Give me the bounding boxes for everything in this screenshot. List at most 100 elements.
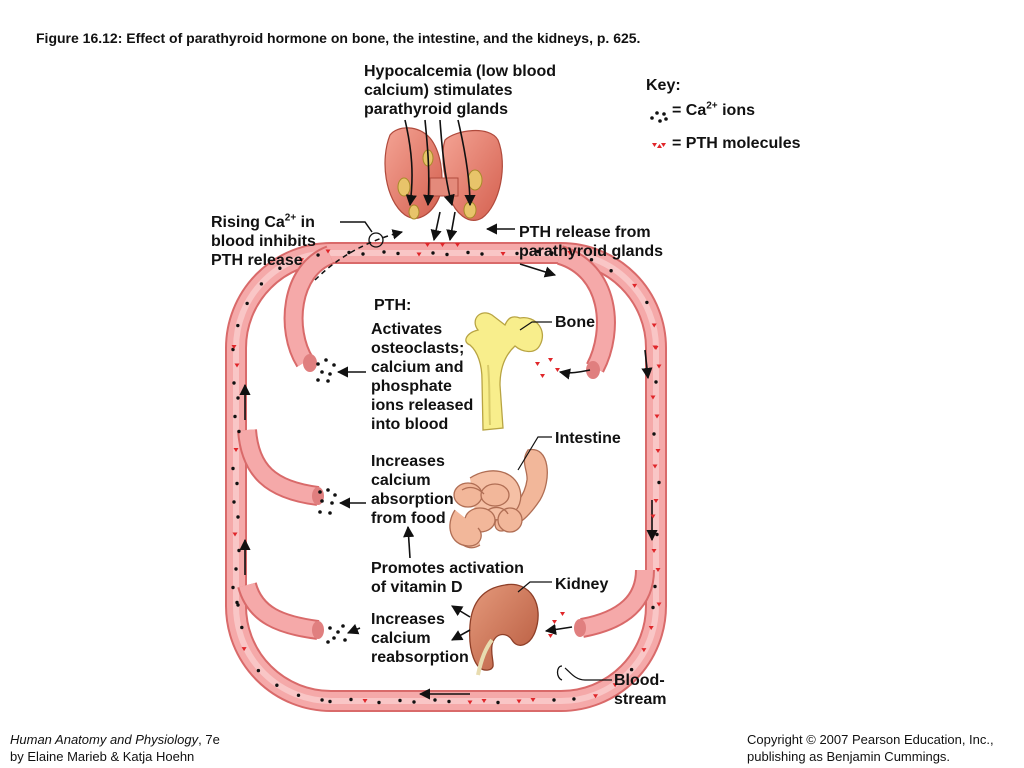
calcium-ion [240,625,244,630]
calcium-ion [231,466,235,471]
pth-molecule [650,395,656,400]
pth-molecule [653,346,659,350]
calcium-ion [382,250,386,254]
calcium-ion [466,250,470,255]
intestine-illustration [449,449,548,549]
pth-molecule [632,283,638,288]
pth-clusters [425,243,565,638]
calcium-ion [256,668,261,673]
calcium-ion [236,515,240,519]
pth-molecule [653,499,659,503]
pth-release-label: PTH release from parathyroid glands [519,224,664,260]
flow-arrows [239,263,658,700]
bone-illustration [465,312,544,431]
calcium-ion [651,605,655,610]
pth-molecule [481,699,487,703]
calcium-ion [349,697,353,702]
pth-molecule [656,364,662,369]
pth-molecule [362,699,368,703]
key-pth-label: = PTH molecules [672,135,801,152]
calcium-ion [609,269,613,273]
calcium-ion [328,699,332,704]
figure-title: Figure 16.12: Effect of parathyroid horm… [36,30,641,46]
calcium-ion [245,301,249,306]
pth-molecule [652,464,658,469]
pth-molecule [641,648,647,653]
calcium-ion [278,266,282,270]
calcium-ion [347,250,351,255]
calcium-ion [232,381,236,385]
intestine-label: Intestine [555,430,621,447]
pth-molecule [651,549,657,553]
calcium-ion [398,698,402,703]
calcium-ion [396,251,400,256]
calcium-ion [377,700,381,705]
calcium-ion [645,300,649,305]
calcium-ion [652,432,656,436]
pth-molecule [500,252,506,256]
calcium-ion [657,480,661,485]
calcium-ion [235,481,239,486]
pth-molecule [655,449,661,453]
calcium-ion [412,700,416,704]
pth-molecule [612,683,618,688]
stimulate-arrows [404,119,476,242]
pth-molecule [299,258,305,263]
calcium-ion [552,698,556,702]
kidney-label: Kidney [555,576,609,593]
pth-molecule [655,568,661,572]
rising-calcium-label: Rising Ca2+ in blood inhibits PTH releas… [211,212,316,269]
calcium-ion [445,252,449,257]
key-ca-symbol [650,111,668,123]
pth-heading: PTH: [374,297,412,314]
process-arrows [336,366,591,641]
calcium-ion [237,429,241,434]
calcium-ion [231,585,235,590]
key-heading: Key: [646,77,681,94]
calcium-ion [233,414,237,419]
calcium-ion [536,249,540,254]
calcium-ion [653,584,657,589]
pth-molecule [467,700,473,705]
calcium-ion [572,697,576,701]
calcium-ion [654,380,658,384]
vitamin-d-label: Promotes activation of vitamin D [371,560,524,596]
pth-molecule [325,249,331,254]
calcium-ion [234,567,238,571]
kidney-illustration [469,583,539,676]
calcium-ion [589,258,594,262]
calcium-ion [296,693,301,697]
calcium-ion [629,667,634,672]
calcium-ion [550,251,554,255]
calcium-ion [316,253,320,257]
calcium-ion [259,282,264,286]
pth-molecule [656,602,662,607]
pth-molecule [231,345,237,349]
pth-molecule [416,252,422,257]
pth-molecule [232,532,238,537]
pth-molecule [648,625,654,630]
calcium-ion [447,699,451,704]
calcium-ion [361,252,365,256]
activates-osteoclasts-label: Activates osteoclasts; calcium and phosp… [371,321,474,433]
pth-molecule [234,363,240,368]
pth-molecule [592,694,598,699]
vessel-branches [237,245,655,640]
pth-molecule [530,698,536,702]
calcium-ion [236,323,240,328]
calcium-ion [232,500,236,504]
vessel-particles [231,249,662,705]
calcium-ion [275,683,279,687]
pth-molecule [241,647,247,652]
calcium-reabsorption-label: Increases calcium reabsorption [371,611,469,666]
footer-copyright: Copyright © 2007 Pearson Education, Inc.… [747,732,994,764]
calcium-ion [431,251,435,255]
calcium-ion [496,700,500,705]
pth-molecule [651,323,657,328]
key-ca-label: = Ca2+ ions [672,100,755,119]
calcium-ion [480,252,484,256]
key-pth-symbol [652,143,666,148]
calcium-ion [236,603,240,607]
footer-book-info: Human Anatomy and Physiology, 7e by Elai… [10,732,220,764]
